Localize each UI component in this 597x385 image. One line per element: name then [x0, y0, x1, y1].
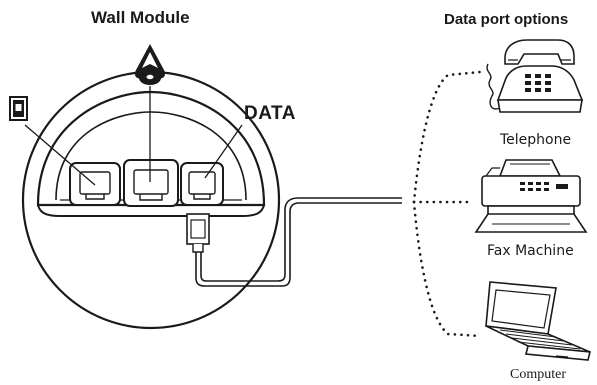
computer-label: Computer [510, 367, 566, 382]
phone-jack-icon [9, 96, 28, 121]
data-cable [195, 197, 402, 287]
wall-module-title: Wall Module [91, 8, 190, 27]
leader-lines [24, 86, 243, 186]
fax-machine-label: Fax Machine [487, 243, 574, 259]
data-port [180, 162, 224, 206]
data-port-options-title: Data port options [444, 11, 569, 28]
laptop-icon [485, 281, 592, 361]
dotted-connectors [412, 70, 482, 338]
telephone-label: Telephone [500, 132, 572, 148]
handset-port [123, 159, 179, 207]
data-plug [186, 213, 210, 253]
pendant-icon [134, 44, 166, 85]
fax-machine-icon [474, 159, 588, 233]
telephone-icon [486, 39, 584, 113]
data-port-label: DATA [244, 103, 296, 124]
